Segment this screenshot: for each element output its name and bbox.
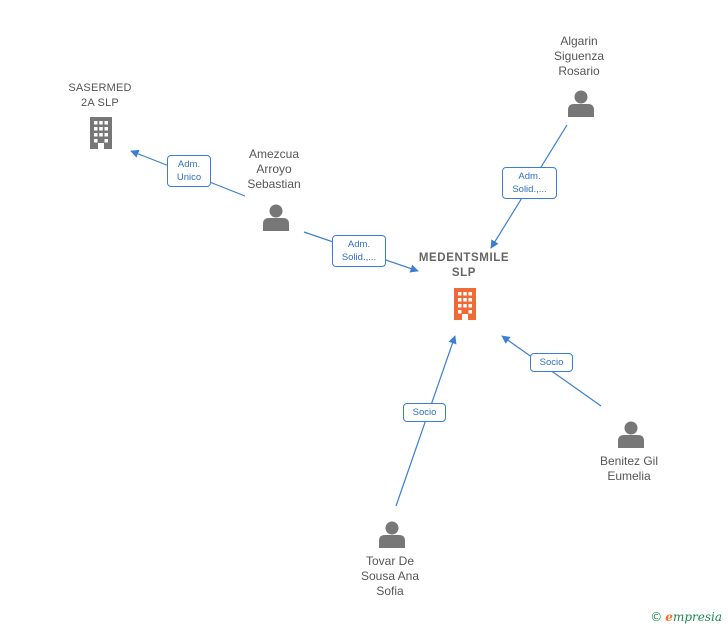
edge-label-line: Adm. xyxy=(347,239,371,250)
edge-label-line: Socio xyxy=(539,357,564,368)
node-label-algarin[interactable]: Algarin Siguenza Rosario xyxy=(554,34,604,79)
edge-label-line: Unico xyxy=(176,172,202,183)
label-line: Algarin xyxy=(560,34,598,48)
person-icon-algarin[interactable] xyxy=(568,90,594,118)
edge-label-line: Solid.,... xyxy=(341,252,377,263)
node-label-tovar[interactable]: Tovar De Sousa Ana Sofia xyxy=(361,554,419,599)
node-label-medentsmile[interactable]: MEDENTSMILE SLP xyxy=(419,251,509,281)
edge-label-line: Solid.,... xyxy=(512,184,547,195)
copyright-icon: © xyxy=(650,610,663,624)
label-line: Tovar De xyxy=(365,554,415,568)
label-line: Sebastian xyxy=(247,177,301,191)
node-label-amezcua[interactable]: Amezcua Arroyo Sebastian xyxy=(247,147,300,192)
edge-label-algarin-medentsmile[interactable]: Adm. Solid.,... xyxy=(502,167,557,199)
empresia-logo[interactable]: ©empresia xyxy=(650,610,722,624)
brand-name: mpresia xyxy=(672,610,722,624)
building-icon[interactable] xyxy=(90,117,112,149)
person-icon-amezcua[interactable] xyxy=(263,204,289,232)
label-line: Sousa Ana xyxy=(360,569,420,583)
edge-label-amezcua-sasermed[interactable]: Adm. Unico xyxy=(167,155,211,187)
edge-label-amezcua-medentsmile[interactable]: Adm. Solid.,... xyxy=(332,235,386,267)
label-line: Eumelia xyxy=(607,469,651,483)
node-label-benitez[interactable]: Benitez Gil Eumelia xyxy=(600,454,658,484)
label-line: Sofia xyxy=(376,584,404,598)
label-line: SLP xyxy=(451,267,477,279)
label-line: 2A SLP xyxy=(81,97,119,109)
label-line: Arroyo xyxy=(256,162,292,176)
label-line: Benitez Gil xyxy=(599,454,659,468)
main-building-icon[interactable] xyxy=(454,288,476,320)
person-icon-tovar[interactable] xyxy=(379,521,405,549)
person-icon-benitez[interactable] xyxy=(618,421,644,449)
edge-label-tovar-medentsmile[interactable]: Socio xyxy=(403,403,446,422)
edge-label-line: Adm. xyxy=(518,171,541,182)
edge-label-line: Socio xyxy=(412,407,437,418)
label-line: SASERMED xyxy=(68,82,132,94)
label-line: Rosario xyxy=(558,64,600,78)
brand-first-letter: e xyxy=(665,610,673,624)
label-line: MEDENTSMILE xyxy=(418,252,510,264)
edge-label-line: Adm. xyxy=(177,159,201,170)
label-line: Siguenza xyxy=(553,49,605,63)
node-label-sasermed[interactable]: SASERMED 2A SLP xyxy=(68,81,131,111)
edge-label-benitez-medentsmile[interactable]: Socio xyxy=(530,353,573,372)
label-line: Amezcua xyxy=(248,147,300,161)
